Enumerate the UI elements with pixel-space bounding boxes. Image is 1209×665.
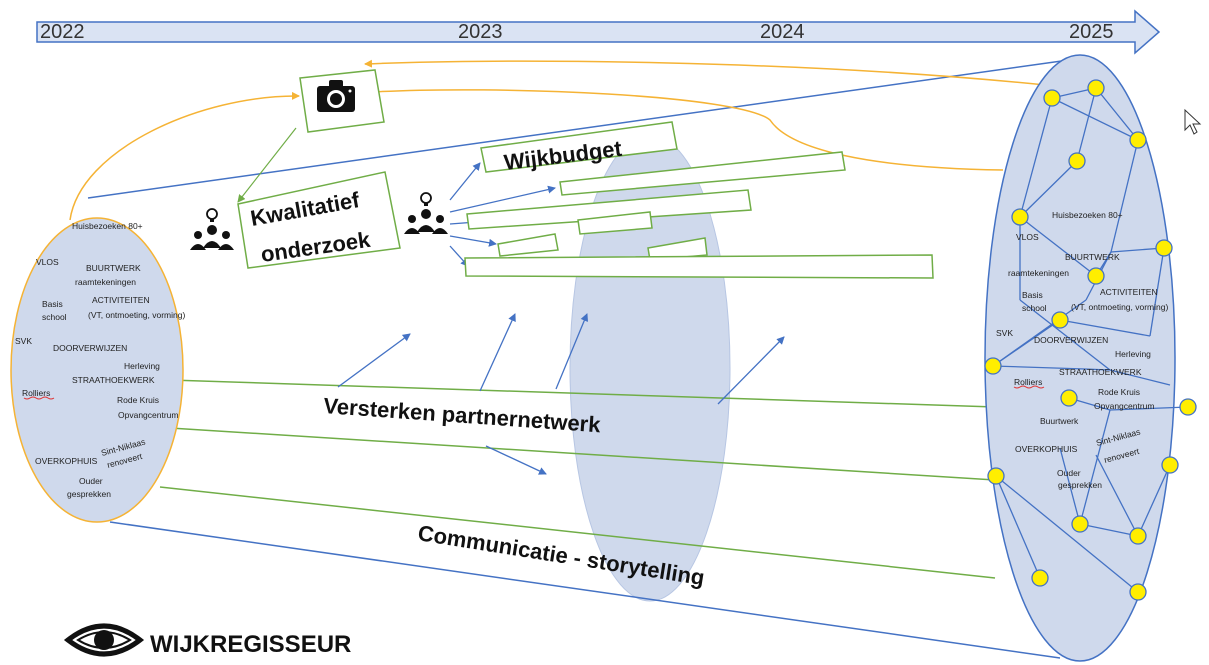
right-label: STRAATHOEKWERK: [1059, 367, 1142, 377]
left-label: Rode Kruis: [117, 395, 159, 405]
left-label: Herleving: [124, 361, 160, 371]
timeline-arrow: [36, 9, 1161, 55]
year-2023: 2023: [458, 21, 503, 43]
right-label: Basis: [1022, 290, 1043, 300]
network-edges: [992, 87, 1189, 593]
right-label: BUURTWERK: [1065, 252, 1120, 262]
network-nodes: [984, 79, 1197, 601]
right-partner-labels: Huisbezoeken 80+ VLOS BUURTWERK raamteke…: [996, 210, 1168, 490]
network-node: [1129, 583, 1147, 601]
right-label: raamtekeningen: [1008, 268, 1069, 278]
right-label: (VT, ontmoeting, vorming): [1071, 302, 1168, 312]
left-label: Basis: [42, 299, 63, 309]
right-label: Buurtwerk: [1040, 416, 1079, 426]
network-node: [1129, 131, 1147, 149]
left-partner-labels: Huisbezoeken 80+ VLOS BUURTWERK raamteke…: [15, 221, 185, 499]
right-label: SVK: [996, 328, 1013, 338]
right-label: DOORVERWIJZEN: [1034, 335, 1108, 345]
project-bars: [464, 121, 934, 279]
year-2025: 2025: [1069, 21, 1114, 43]
year-2022: 2022: [40, 21, 85, 43]
right-label: gesprekken: [1058, 480, 1102, 490]
spellcheck-underline: [1013, 385, 1045, 389]
logo-text: WIJKREGISSEUR: [150, 631, 351, 658]
right-label: school: [1022, 303, 1047, 313]
right-ellipse: [984, 54, 1176, 662]
left-label: raamtekeningen: [75, 277, 136, 287]
eye-logo-icon: [63, 623, 145, 657]
left-label: ACTIVITEITEN: [92, 295, 150, 305]
network-node: [1043, 89, 1061, 107]
left-label: SVK: [15, 336, 32, 346]
network-node: [1060, 389, 1078, 407]
left-label: Rolliers: [22, 388, 50, 398]
partnernetwerk-label: Versterken partnernetwerk: [323, 393, 602, 437]
feedback-curves: [69, 59, 1046, 221]
network-node: [1031, 569, 1049, 587]
growth-arrows: [337, 313, 785, 475]
network-node: [1051, 311, 1069, 329]
network-node: [1155, 239, 1173, 257]
right-label: ACTIVITEITEN: [1100, 287, 1158, 297]
team-idea-icon: [190, 208, 234, 250]
network-node: [1087, 267, 1105, 285]
left-label: STRAATHOEKWERK: [72, 375, 155, 385]
right-label: Herleving: [1115, 349, 1151, 359]
left-label: VLOS: [36, 257, 59, 267]
mouse-cursor-icon: [1184, 108, 1202, 135]
network-node: [1179, 398, 1197, 416]
kwalitatief-onderzoek-box: [237, 171, 401, 269]
spellcheck-underline: [23, 396, 55, 400]
left-label: school: [42, 312, 67, 322]
network-node: [1068, 152, 1086, 170]
camera-icon: [317, 80, 355, 112]
right-label: Rolliers: [1014, 377, 1042, 387]
left-label: BUURTWERK: [86, 263, 141, 273]
team-idea-icon: [404, 192, 448, 234]
camera-arrow: [237, 127, 297, 203]
left-label: (VT, ontmoeting, vorming): [88, 310, 185, 320]
tube-lines: [87, 57, 1084, 659]
left-ellipse: [10, 217, 184, 523]
network-node: [1129, 527, 1147, 545]
year-2024: 2024: [760, 21, 805, 43]
network-node: [1161, 456, 1179, 474]
network-node: [984, 357, 1002, 375]
left-label: Opvangcentrum: [118, 410, 178, 420]
right-label: Ouder: [1057, 468, 1081, 478]
right-label: VLOS: [1016, 232, 1039, 242]
right-label: Opvangcentrum: [1094, 401, 1154, 411]
network-node: [987, 467, 1005, 485]
network-node: [1011, 208, 1029, 226]
left-label: OVERKOPHUIS: [35, 456, 98, 466]
network-node: [1087, 79, 1105, 97]
right-label: Huisbezoeken 80+: [1052, 210, 1123, 220]
left-label: DOORVERWIJZEN: [53, 343, 127, 353]
network-node: [1071, 515, 1089, 533]
left-label: Huisbezoeken 80+: [72, 221, 143, 231]
right-label: OVERKOPHUIS: [1015, 444, 1078, 454]
left-label: gesprekken: [67, 489, 111, 499]
right-label: Rode Kruis: [1098, 387, 1140, 397]
left-label: Ouder: [79, 476, 103, 486]
